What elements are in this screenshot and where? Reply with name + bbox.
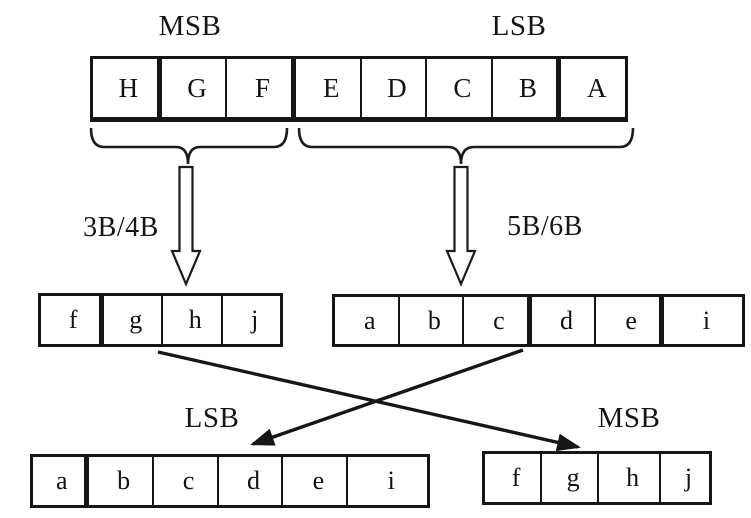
output-lsb-row: a b c d e i bbox=[30, 454, 430, 508]
input-byte-row: H G F E D C B A bbox=[90, 56, 628, 122]
encoder-3b4b-label: 3B/4B bbox=[83, 212, 159, 243]
cross-arrow-6bit-to-lsb bbox=[250, 348, 524, 446]
bit-cell: c bbox=[462, 297, 527, 344]
hollow-down-arrow-5b6b bbox=[445, 165, 477, 287]
bottom-lsb-label: LSB bbox=[184, 402, 240, 434]
bit-cell: h bbox=[161, 296, 221, 344]
hollow-down-arrow-3b4b bbox=[170, 165, 202, 287]
bit-cell: h bbox=[597, 454, 659, 502]
bit-cell: i bbox=[346, 457, 427, 505]
bottom-msb-label: MSB bbox=[597, 402, 661, 434]
bit-cell: g bbox=[98, 296, 162, 344]
bit-cell: E bbox=[290, 59, 360, 117]
bit-cell: a bbox=[56, 466, 68, 495]
encoded-4bit-row: f g h j bbox=[38, 293, 283, 347]
bit-cell: F bbox=[225, 59, 291, 117]
top-msb-label: MSB bbox=[158, 10, 222, 42]
brace-msb-group bbox=[89, 127, 289, 165]
bit-cell: d bbox=[526, 297, 595, 344]
bit-cell: d bbox=[216, 457, 282, 505]
top-lsb-label: LSB bbox=[491, 10, 547, 42]
bit-cell: A bbox=[556, 59, 625, 117]
bit-cell: C bbox=[425, 59, 491, 117]
encoded-6bit-row: a b c d e i bbox=[332, 294, 745, 347]
bit-cell: G bbox=[156, 59, 226, 117]
bit-cell: b bbox=[83, 457, 152, 505]
brace-lsb-group bbox=[297, 127, 635, 165]
bit-cell: f bbox=[68, 305, 78, 334]
output-msb-row: f g h j bbox=[482, 451, 712, 505]
bit-cell: H bbox=[118, 72, 139, 103]
bit-cell: D bbox=[359, 59, 426, 117]
bit-cell: e bbox=[281, 457, 346, 505]
bit-cell: c bbox=[151, 457, 217, 505]
bit-cell: a bbox=[364, 305, 376, 335]
bit-cell: B bbox=[490, 59, 557, 117]
bit-cell: i bbox=[658, 297, 742, 344]
bit-cell: b bbox=[397, 297, 463, 344]
bit-cell: g bbox=[540, 454, 597, 502]
bit-cell: f bbox=[511, 463, 521, 492]
bit-cell: j bbox=[220, 296, 281, 344]
bit-cell: j bbox=[659, 454, 709, 502]
encoder-5b6b-label: 5B/6B bbox=[507, 211, 583, 242]
bit-cell: e bbox=[594, 297, 659, 344]
